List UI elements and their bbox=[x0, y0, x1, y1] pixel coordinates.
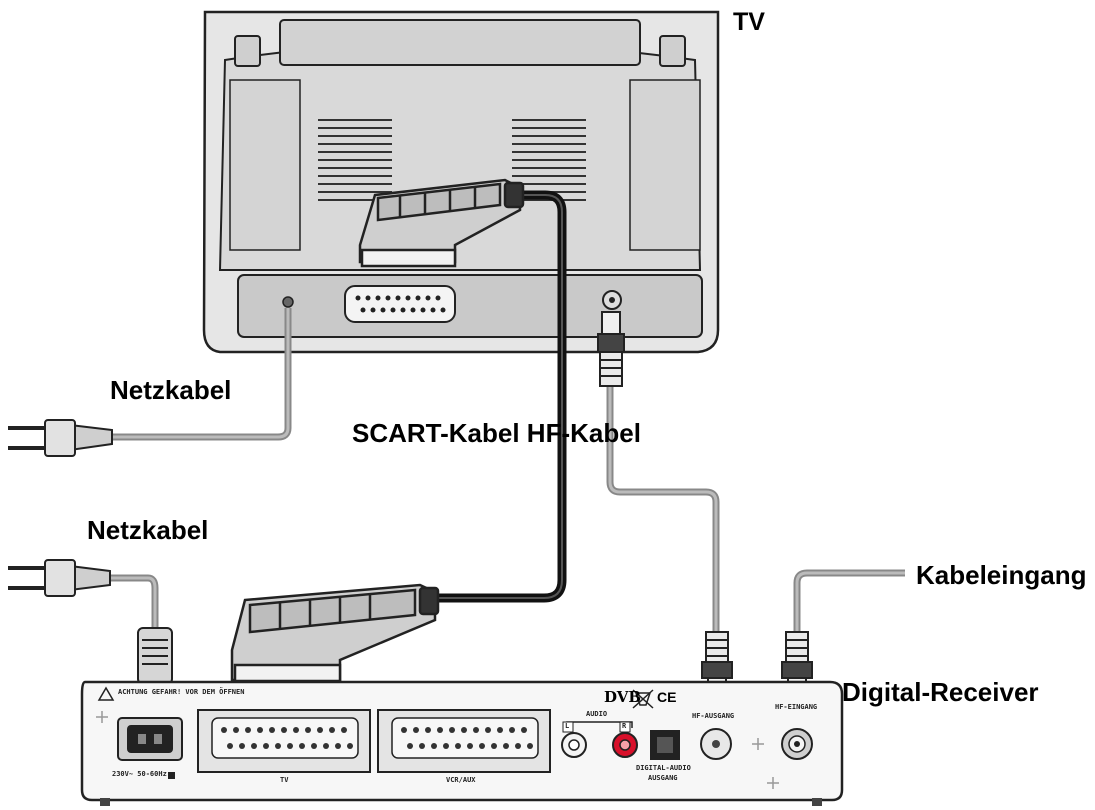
digital-receiver-label: Digital-Receiver bbox=[842, 677, 1039, 707]
tv-scart-plug bbox=[358, 178, 525, 268]
hf-out-socket bbox=[700, 728, 732, 760]
hf-ausgang-label: HF-AUSGANG bbox=[692, 712, 735, 720]
receiver-power-cable bbox=[110, 574, 159, 630]
warning-text: ACHTUNG GEFAHR! VOR DEM ÖFFNEN bbox=[118, 688, 245, 696]
tv-label: TV bbox=[733, 8, 765, 36]
receiver-power-inlet bbox=[117, 717, 183, 761]
warning-icon bbox=[97, 686, 115, 701]
kabeleingang-label: Kabeleingang bbox=[916, 560, 1087, 590]
tv-vents bbox=[318, 119, 586, 201]
scart-tv-label: TV bbox=[280, 776, 289, 784]
netzkabel-receiver-label: Netzkabel bbox=[87, 515, 209, 545]
digital-audio-socket bbox=[650, 730, 680, 760]
hf-eingang-label: HF-EINGANG bbox=[775, 703, 818, 711]
antenna-cable bbox=[793, 569, 905, 640]
tv-scart-socket bbox=[344, 285, 456, 323]
tv-mains-plug bbox=[8, 419, 113, 457]
scart-vcr-label: VCR/AUX bbox=[446, 776, 476, 784]
receiver-hf-out-plug bbox=[701, 631, 733, 699]
tv-hf-plug bbox=[597, 311, 625, 387]
power-info-box bbox=[168, 772, 175, 779]
weee-icon bbox=[632, 689, 654, 709]
audio-l-label: L bbox=[565, 722, 570, 730]
receiver-scart-vcr-socket bbox=[377, 709, 551, 773]
hf-in-socket bbox=[781, 728, 813, 760]
receiver-scart-plug bbox=[230, 583, 440, 683]
digital-audio-label-2: AUSGANG bbox=[648, 774, 678, 782]
tv-device bbox=[202, 10, 720, 354]
scart-hf-label: SCART-Kabel HF-Kabel bbox=[352, 418, 641, 448]
receiver-scart-tv-socket bbox=[197, 709, 371, 773]
audio-r-socket bbox=[612, 732, 638, 758]
dvb-logo: DVB bbox=[604, 688, 642, 706]
netzkabel-tv-label: Netzkabel bbox=[110, 375, 232, 405]
panel-screws bbox=[96, 711, 779, 789]
audio-l-socket bbox=[561, 732, 587, 758]
tv-power-socket bbox=[282, 296, 294, 308]
audio-label: AUDIO bbox=[586, 710, 608, 718]
digital-audio-label: DIGITAL-AUDIO bbox=[636, 764, 691, 772]
audio-r-label: R bbox=[622, 722, 627, 730]
receiver-mains-plug bbox=[8, 559, 111, 597]
power-rating-text: 230V~ 50-60Hz bbox=[112, 770, 167, 778]
ce-mark: CE bbox=[657, 689, 677, 705]
